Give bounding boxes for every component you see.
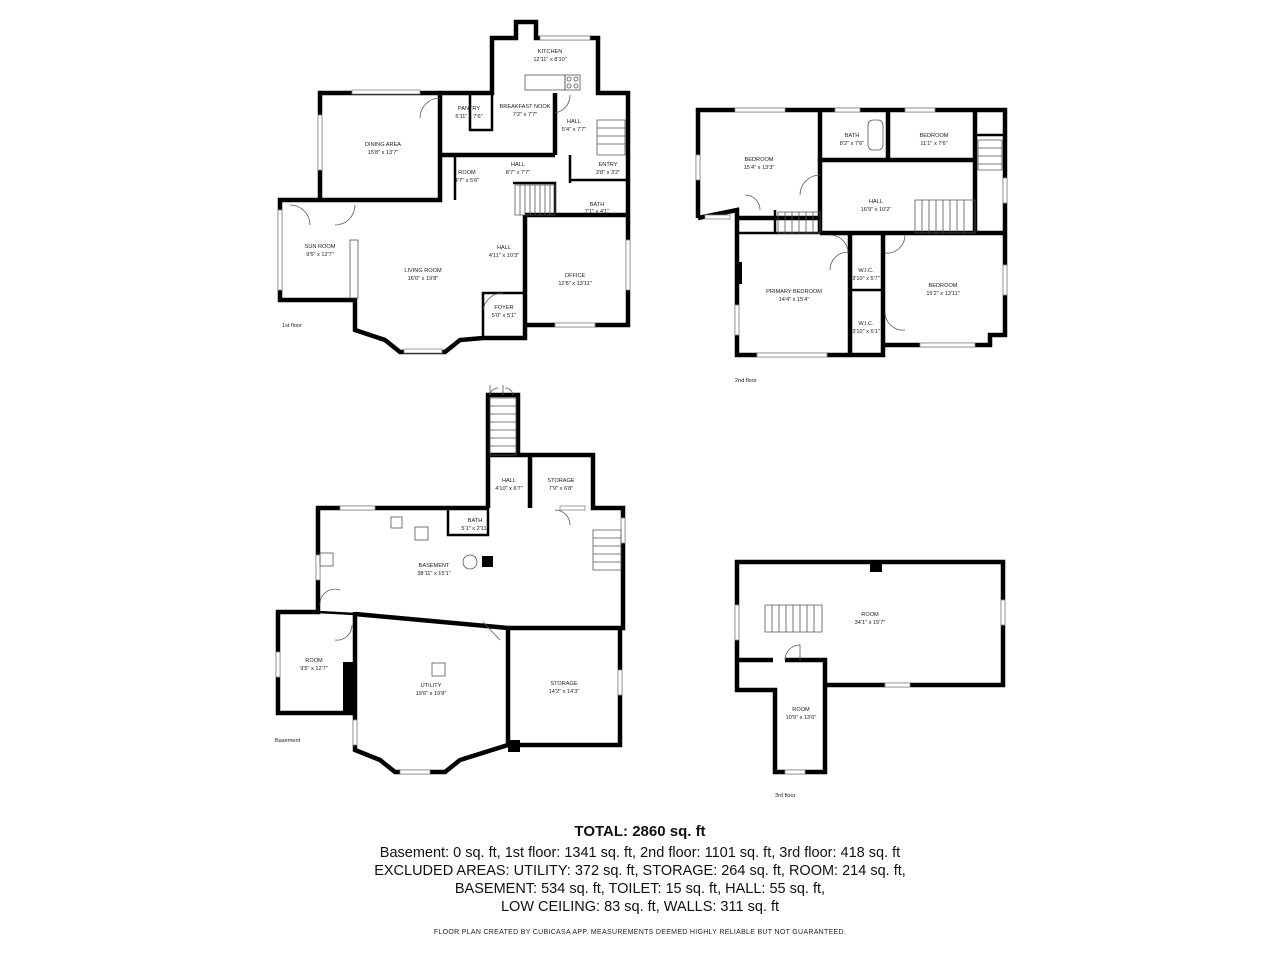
room-name: HALL	[511, 162, 525, 168]
svg-text:5'1" x 2'11": 5'1" x 2'11"	[461, 526, 488, 532]
room-name: W.I.C.	[858, 268, 874, 274]
room-name: BATH	[468, 518, 483, 524]
svg-text:15'4" x 13'3": 15'4" x 13'3"	[744, 165, 775, 171]
room-name: ROOM	[458, 170, 476, 176]
svg-text:7'9" x 6'8": 7'9" x 6'8"	[549, 486, 573, 492]
room-name: ROOM	[861, 612, 879, 618]
first-floor-labels: KITCHEN 12'11" x 8'10" PANTRY 5'11" x 7'6"…	[282, 49, 620, 329]
room-name: HALL	[502, 478, 516, 484]
room-name: BASEMENT	[419, 563, 450, 569]
floor-label: 1st floor	[282, 323, 302, 329]
room-name: BREAKFAST NOOK	[500, 104, 551, 110]
svg-text:5'11" x 7'6": 5'11" x 7'6"	[455, 114, 482, 120]
room-name: OFFICE	[565, 273, 586, 279]
basement-plan	[275, 385, 626, 775]
svg-text:4'7" x 5'6": 4'7" x 5'6"	[455, 178, 479, 184]
water-heater-icon	[462, 554, 478, 570]
svg-text:10'9" x 13'6": 10'9" x 13'6"	[786, 715, 817, 721]
stove-icon	[564, 74, 581, 91]
svg-text:15'8" x 13'7": 15'8" x 13'7"	[368, 150, 399, 156]
area-breakdown-line: BASEMENT: 534 sq. ft, TOILET: 15 sq. ft,…	[454, 881, 826, 897]
svg-text:15'2" x 13'11": 15'2" x 13'11"	[926, 291, 959, 297]
svg-text:34'1" x 15'7": 34'1" x 15'7"	[855, 620, 886, 626]
fireplace	[349, 239, 359, 299]
room-name: BEDROOM	[920, 133, 949, 139]
room-name: FOYER	[494, 305, 513, 311]
third-floor-labels: ROOM 34'1" x 15'7" ROOM 10'9" x 13'6" 3rd …	[775, 612, 885, 799]
svg-text:5'0" x 5'1": 5'0" x 5'1"	[492, 313, 516, 319]
floor-label: 2nd floor	[735, 378, 757, 384]
svg-text:3'10" x 6'1": 3'10" x 6'1"	[852, 329, 880, 335]
svg-text:3'10" x 5'7": 3'10" x 5'7"	[852, 276, 880, 282]
total-area: TOTAL: 2860 sq. ft	[574, 823, 706, 840]
svg-text:9'5" x 12'7": 9'5" x 12'7"	[300, 666, 328, 672]
room-name: SUN ROOM	[305, 244, 336, 250]
svg-text:7'1" x 4'1": 7'1" x 4'1"	[585, 209, 609, 215]
room-name: HALL	[869, 199, 883, 205]
svg-text:8'7" x 7'7": 8'7" x 7'7"	[506, 170, 530, 176]
svg-text:11'1" x 7'6": 11'1" x 7'6"	[920, 141, 947, 147]
room-name: BEDROOM	[745, 157, 774, 163]
svg-text:16'9" x 10'2": 16'9" x 10'2"	[861, 207, 892, 213]
svg-text:5'4" x 7'7": 5'4" x 7'7"	[562, 127, 586, 133]
svg-text:8'2" x 7'6": 8'2" x 7'6"	[840, 141, 864, 147]
second-floor-labels: BEDROOM 15'4" x 13'3" BATH 8'2" x 7'6" BED…	[735, 133, 960, 384]
room-name: BEDROOM	[929, 283, 958, 289]
svg-text:12'11" x 8'10": 12'11" x 8'10"	[533, 57, 566, 63]
room-name: UTILITY	[421, 683, 442, 689]
room-name: LIVING ROOM	[404, 268, 442, 274]
room-name: KITCHEN	[538, 49, 563, 55]
svg-text:14'4" x 15'4": 14'4" x 15'4"	[779, 297, 810, 303]
room-name: HALL	[497, 245, 511, 251]
floor-label: Basement	[275, 738, 301, 744]
floor-label: 3rd floor	[775, 793, 796, 799]
svg-text:7'2" x 7'7": 7'2" x 7'7"	[513, 112, 537, 118]
room-name: ROOM	[305, 658, 323, 664]
svg-text:4'10" x 6'7": 4'10" x 6'7"	[495, 486, 523, 492]
room-name: PANTRY	[458, 106, 480, 112]
svg-text:14'2" x 14'3": 14'2" x 14'3"	[549, 689, 580, 695]
room-name: STORAGE	[550, 681, 578, 687]
room-name: ROOM	[792, 707, 810, 713]
area-breakdown-line: Basement: 0 sq. ft, 1st floor: 1341 sq. …	[379, 845, 901, 861]
room-name: DINING AREA	[365, 142, 401, 148]
room-name: BATH	[590, 202, 605, 208]
svg-text:12'8" x 13'11": 12'8" x 13'11"	[558, 281, 591, 287]
second-floor-plan	[695, 107, 1008, 358]
room-name: PRIMARY BEDROOM	[766, 289, 822, 295]
room-name: BATH	[845, 133, 860, 139]
svg-text:4'11" x 10'3": 4'11" x 10'3"	[489, 253, 519, 259]
basement-labels: HALL 4'10" x 6'7" STORAGE 7'9" x 6'8" BATH…	[275, 478, 579, 744]
svg-text:16'0" x 19'8": 16'0" x 19'8"	[408, 276, 439, 282]
room-name: STORAGE	[547, 478, 575, 484]
first-floor-plan	[277, 19, 631, 355]
area-breakdown-line: EXCLUDED AREAS: UTILITY: 372 sq. ft, STO…	[374, 863, 906, 879]
room-name: HALL	[567, 119, 581, 125]
svg-text:19'6" x 19'8": 19'6" x 19'8"	[416, 691, 447, 697]
room-name: W.I.C.	[858, 321, 874, 327]
svg-text:38'11" x 15'1": 38'11" x 15'1"	[417, 571, 450, 577]
disclaimer-footer: FLOOR PLAN CREATED BY CUBICASA APP. MEAS…	[433, 929, 847, 936]
third-floor-plan	[734, 559, 1006, 775]
room-name: ENTRY	[599, 162, 618, 168]
area-breakdown-line: LOW CEILING: 83 sq. ft, WALLS: 311 sq. f…	[500, 899, 780, 915]
svg-text:9'5" x 12'7": 9'5" x 12'7"	[306, 252, 334, 258]
svg-text:3'8" x 3'2": 3'8" x 3'2"	[596, 170, 620, 176]
